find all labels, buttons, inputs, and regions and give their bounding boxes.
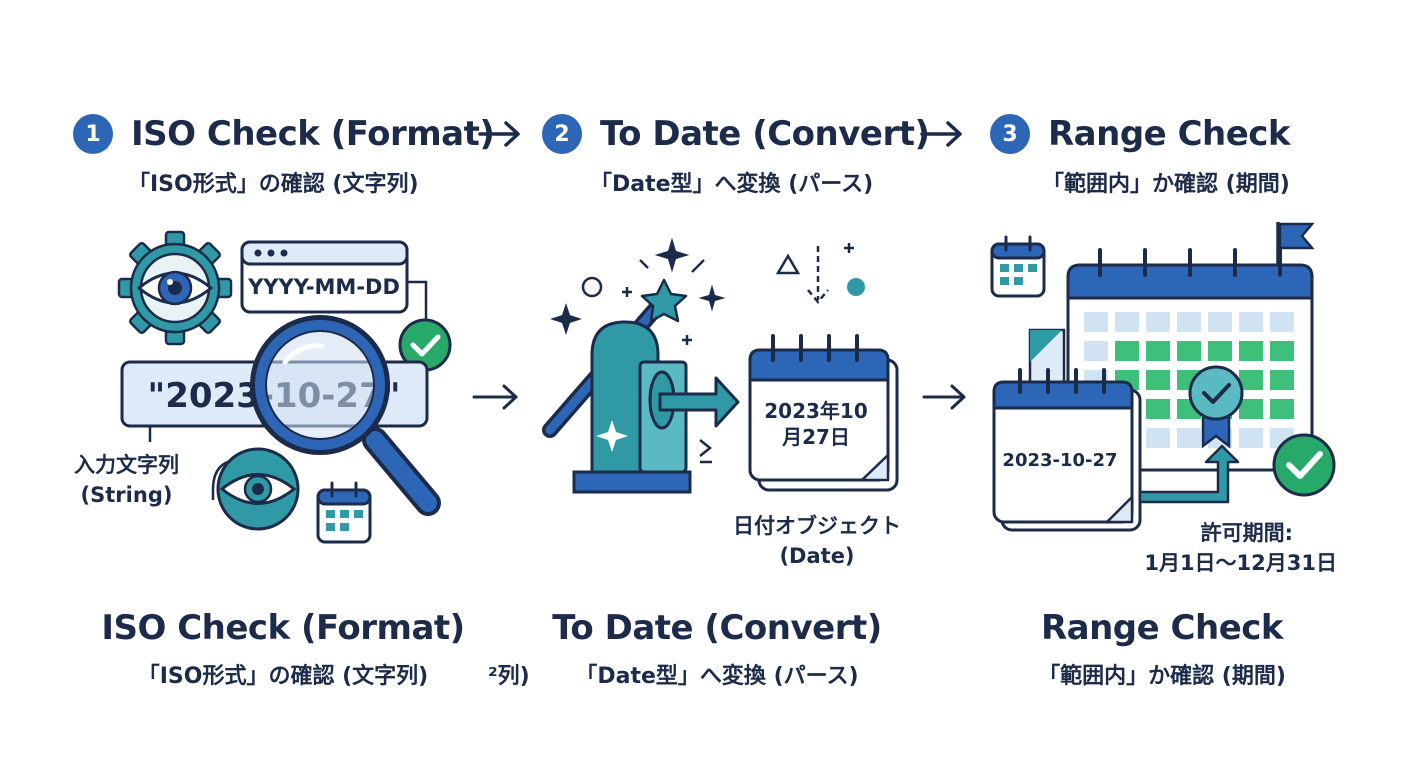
calendar-day-cell (1146, 312, 1170, 332)
calendar-day-cell (1146, 399, 1170, 419)
step-3-number-badge: 3 (990, 114, 1030, 154)
bottom-fragment-text: ²列) (488, 664, 530, 689)
format-window: YYYY-MM-DD (240, 240, 409, 314)
calendar-day-cell (1270, 312, 1294, 332)
arrow-right-icon (478, 121, 520, 147)
bottom-step-3-subtitle: 「範囲内」か確認 (期間) (1038, 664, 1286, 689)
calendar-date-line-1: 2023年10 (764, 399, 868, 423)
calendar-day-cell (1146, 341, 1170, 361)
step-1-subtitle: 「ISO形式」の確認 (文字列) (128, 172, 419, 197)
input-string-label-line-2: (String) (80, 483, 173, 507)
step-2-header: 2 To Date (Convert) (542, 112, 930, 156)
converter-machine (572, 320, 740, 494)
date-object-label-line-1: 日付オブジェクト (733, 514, 901, 538)
calendar-day-cell (1239, 428, 1263, 448)
calendar-day-cell (1115, 341, 1139, 361)
step-1-number-badge: 1 (73, 114, 113, 154)
calendar-day-cell (1270, 341, 1294, 361)
date-object-label-line-2: (Date) (779, 544, 855, 568)
small-calendar-icon (316, 481, 372, 544)
step-3-header: 3 Range Check (990, 112, 1291, 156)
bottom-step-3-title: Range Check (1040, 608, 1284, 648)
bottom-step-2-title: To Date (Convert) (552, 608, 882, 648)
badge-check-icon (1188, 365, 1244, 449)
calendar-day-cell (1239, 370, 1263, 390)
bottom-step-1-title: ISO Check (Format) (101, 608, 465, 648)
format-pattern: YYYY-MM-DD (247, 275, 400, 299)
arrow-right-icon (472, 384, 518, 410)
allowed-range-label-line-1: 許可期間: (1200, 521, 1293, 545)
check-circle-icon (1272, 433, 1336, 497)
drop-indicator (775, 243, 865, 304)
step-3-title: Range Check (1048, 114, 1291, 154)
calendar-day-cell (1239, 341, 1263, 361)
calendar-day-cell (1270, 399, 1294, 419)
calendar-day-cell (1115, 312, 1139, 332)
gear-eye-icon (117, 230, 233, 346)
small-calendar-icon (990, 235, 1046, 298)
step-2-title: To Date (Convert) (600, 114, 930, 154)
input-date-text: 2023-10-27 (1002, 450, 1117, 471)
calendar-day-cell (1177, 312, 1201, 332)
date-object-calendar: 2023年10 月27日 (748, 334, 899, 492)
calendar-day-cell (1084, 341, 1108, 361)
bottom-step-1-subtitle: 「ISO形式」の確認 (文字列) (137, 664, 429, 689)
calendar-day-cell (1177, 341, 1201, 361)
input-date-calendar: 2023-10-27 (992, 368, 1142, 532)
calendar-day-cell (1146, 370, 1170, 390)
allowed-range-label: 許可期間: 1月1日〜12月31日 (1132, 518, 1337, 578)
calendar-day-cell (1084, 312, 1108, 332)
calendar-day-cell (1177, 428, 1201, 448)
input-string-label-line-1: 入力文字列 (74, 453, 179, 477)
step-2-subtitle: 「Date型」へ変換 (パース) (590, 172, 874, 197)
step-2-number-badge: 2 (542, 114, 582, 154)
process-illustration: YYYY-MM-DD "2023-10-27" (117, 222, 1336, 544)
calendar-day-cell (1239, 399, 1263, 419)
bottom-step-2-subtitle: 「Date型」へ変換 (パース) (575, 664, 859, 689)
calendar-date-line-2: 月27日 (781, 425, 850, 449)
date-object-label: 日付オブジェクト (Date) (733, 511, 901, 571)
eye-icon (216, 447, 300, 531)
step-1-header: 1 ISO Check (Format) (73, 112, 495, 156)
input-string-label: 入力文字列 (String) (74, 450, 179, 510)
calendar-day-cell (1239, 312, 1263, 332)
step-1-title: ISO Check (Format) (131, 114, 495, 154)
allowed-range-label-line-2: 1月1日〜12月31日 (1144, 551, 1337, 575)
arrow-right-icon (920, 121, 962, 147)
calendar-day-cell (1208, 341, 1232, 361)
calendar-day-cell (1208, 312, 1232, 332)
calendar-day-cell (1270, 370, 1294, 390)
arrow-right-icon (922, 384, 966, 410)
calendar-day-cell (1146, 428, 1170, 448)
sparkle-icons (550, 237, 726, 345)
flag-icon (1276, 222, 1315, 268)
in-range-arrow (1138, 444, 1240, 504)
magnifier-icon (250, 315, 441, 516)
step-3-subtitle: 「範囲内」か確認 (期間) (1042, 172, 1290, 197)
